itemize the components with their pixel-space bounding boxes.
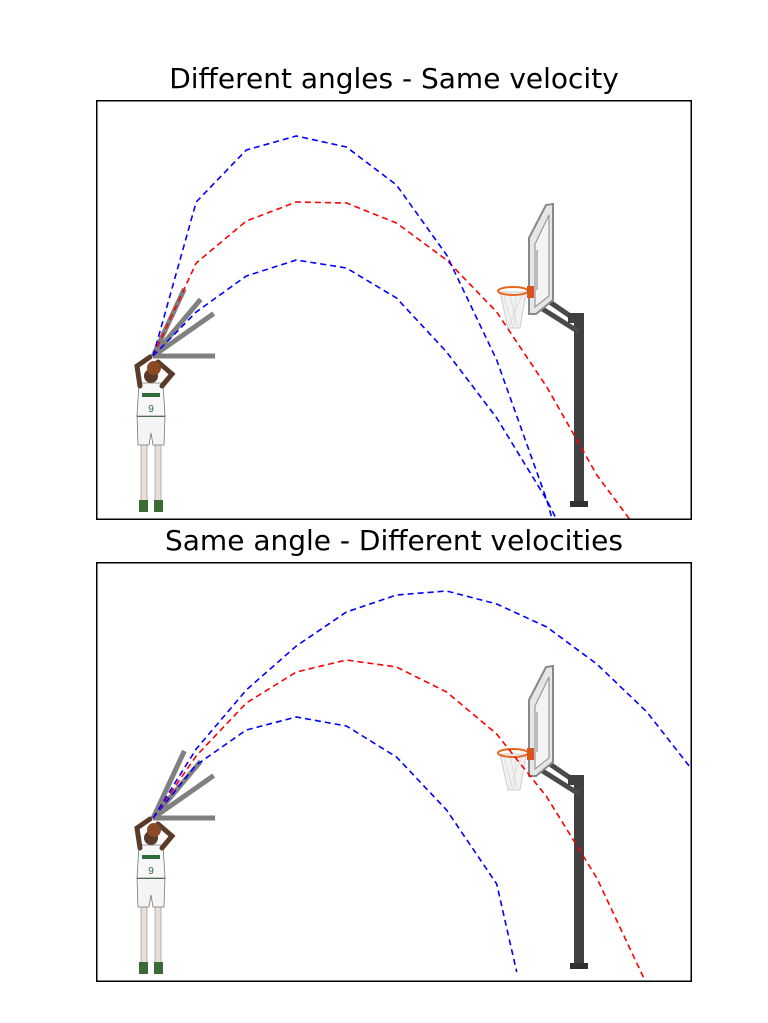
chart-panel-bottom: 9	[96, 562, 692, 982]
trajectory-series-0	[152, 716, 518, 973]
svg-text:9: 9	[148, 404, 154, 415]
trajectory-series-2	[152, 590, 692, 819]
basketball-player-icon: 9	[134, 816, 176, 974]
trajectory-series-0	[152, 259, 558, 520]
basketball-hoop-icon	[497, 202, 588, 507]
basketball-hoop-icon	[497, 664, 588, 969]
angle-indicator-35deg	[151, 311, 216, 359]
chart-panel-top: 9	[96, 100, 692, 520]
trajectory-series-2	[152, 135, 554, 520]
trajectory-series-1	[152, 659, 647, 982]
trajectory-series-1	[152, 201, 632, 520]
basketball-player-icon: 9	[134, 354, 176, 512]
chart-title-top: Different angles - Same velocity	[169, 62, 619, 95]
plot-frame	[96, 100, 692, 520]
plot-frame	[96, 562, 692, 982]
angle-indicator-35deg	[151, 773, 216, 821]
svg-text:9: 9	[148, 866, 154, 877]
chart-title-bottom: Same angle - Different velocities	[165, 524, 623, 557]
angle-indicator-50deg	[151, 297, 203, 358]
angle-indicator-65deg	[150, 749, 187, 820]
